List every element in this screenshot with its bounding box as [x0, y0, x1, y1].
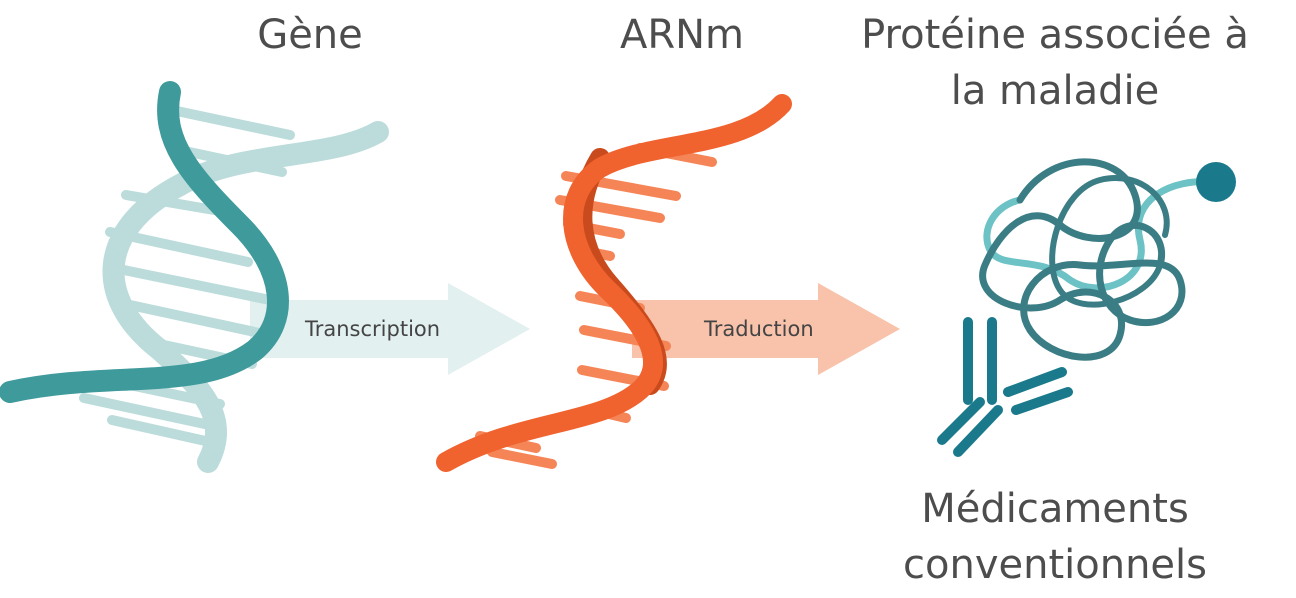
protein-light-segment — [983, 178, 1219, 292]
protein-tangle-icon — [979, 158, 1236, 361]
translation-arrow — [632, 283, 900, 375]
protein-dark-segment-3 — [1049, 175, 1170, 308]
transcription-label: Transcription — [305, 317, 441, 341]
dna-helix-icon — [0, 81, 389, 473]
mrna-strand-icon — [436, 94, 792, 472]
protein-label-line2: la maladie — [950, 68, 1160, 114]
protein-dark-segment-2 — [1020, 221, 1186, 334]
translation-arrow-shape — [632, 283, 900, 375]
drugs-label-line2: conventionnels — [903, 542, 1207, 588]
translation-label: Traduction — [704, 317, 814, 341]
protein-label-line1: Protéine associée à — [861, 12, 1249, 58]
dna-dark-strand — [0, 81, 289, 403]
transcription-arrow — [250, 283, 530, 375]
protein-dark-segment-1 — [979, 158, 1141, 361]
drugs-label-line1: Médicaments — [921, 486, 1189, 532]
antibody-icon — [937, 317, 1073, 457]
mrna-label: ARNm — [619, 12, 745, 58]
transcription-arrow-shape — [250, 283, 530, 375]
rna-front-strand — [436, 94, 792, 472]
protein-terminal-dot — [1196, 162, 1236, 202]
gene-label: Gène — [257, 12, 363, 58]
antibody-chains — [937, 317, 1073, 457]
